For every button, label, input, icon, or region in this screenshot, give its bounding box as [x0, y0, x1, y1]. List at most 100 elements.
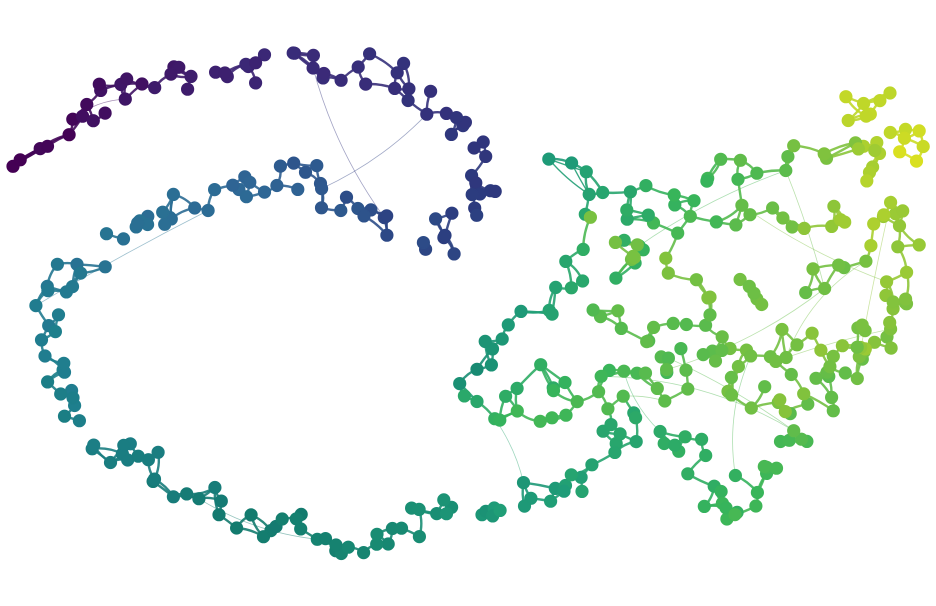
graph-node	[608, 235, 623, 249]
graph-node	[380, 209, 394, 223]
graph-node	[743, 208, 757, 222]
graph-node	[444, 127, 458, 141]
graph-edge	[198, 498, 318, 540]
graph-node	[899, 265, 914, 279]
graph-node	[184, 69, 198, 84]
graph-node	[437, 493, 451, 507]
graph-node	[681, 382, 695, 396]
graph-node	[314, 201, 329, 215]
graph-node	[790, 338, 804, 352]
graph-node	[29, 299, 43, 313]
graph-node	[148, 80, 162, 95]
graph-node	[493, 413, 507, 427]
graph-node	[785, 220, 799, 234]
graph-node	[744, 349, 758, 363]
graph-node	[517, 499, 532, 513]
graph-node	[868, 143, 882, 158]
graph-node	[135, 77, 149, 91]
graph-node	[270, 178, 284, 193]
graph-node	[390, 66, 404, 80]
graph-node	[850, 340, 864, 354]
graph-node	[449, 110, 464, 125]
graph-node	[591, 385, 606, 399]
graph-node	[218, 66, 232, 80]
graph-node	[700, 174, 714, 188]
graph-node	[799, 286, 813, 300]
graph-node	[214, 494, 228, 508]
graph-node	[838, 366, 852, 380]
graph-node	[92, 77, 106, 91]
graph-node	[412, 502, 426, 516]
graph-node	[575, 274, 590, 288]
graph-node	[479, 149, 493, 163]
graph-node	[715, 343, 729, 357]
graph-node	[797, 387, 811, 401]
graph-node	[564, 468, 578, 482]
graph-node	[180, 487, 194, 501]
graph-node	[701, 291, 715, 305]
graph-node	[13, 153, 27, 167]
graph-node	[470, 362, 484, 376]
graph-node	[559, 408, 573, 422]
graph-node	[351, 60, 365, 74]
graph-node	[879, 275, 894, 289]
graph-node	[674, 342, 688, 356]
graph-node	[117, 438, 131, 452]
graph-node	[575, 484, 589, 498]
graph-node	[596, 185, 610, 200]
graph-node	[750, 485, 765, 500]
graph-node	[896, 204, 910, 218]
graph-node	[620, 203, 634, 217]
graph-node	[797, 221, 811, 235]
graph-node	[724, 388, 739, 402]
graph-node	[558, 375, 572, 390]
graph-node	[758, 380, 772, 394]
graph-node	[545, 411, 559, 425]
graph-node	[893, 145, 907, 159]
graph-node	[533, 414, 547, 428]
graph-node	[495, 332, 509, 346]
graph-node	[794, 432, 809, 446]
graph-node	[141, 453, 155, 467]
graph-node	[731, 359, 746, 374]
graph-node	[438, 228, 452, 242]
graph-node	[747, 286, 761, 300]
graph-node	[249, 76, 263, 90]
graph-node	[750, 166, 764, 180]
graph-node	[715, 330, 729, 344]
graph-node	[668, 438, 682, 452]
graph-node	[611, 304, 625, 318]
graph-node	[465, 188, 479, 202]
graph-node	[470, 394, 484, 409]
graph-node	[570, 395, 584, 409]
graph-node	[230, 521, 244, 535]
graph-node	[416, 236, 430, 250]
graph-node	[103, 455, 118, 470]
graph-node	[779, 163, 793, 178]
graph-node	[363, 47, 377, 61]
graph-node	[257, 48, 272, 62]
graph-node	[679, 363, 693, 377]
graph-node	[388, 81, 402, 96]
graph-node	[681, 467, 695, 481]
graph-node	[478, 334, 492, 348]
graph-node	[576, 242, 590, 256]
graph-node	[604, 418, 618, 432]
graph-node	[557, 484, 571, 498]
graph-node	[549, 280, 563, 294]
graph-node	[306, 48, 320, 63]
graph-node	[864, 239, 878, 253]
graph-node	[339, 190, 354, 204]
graph-node	[728, 507, 742, 522]
graph-node	[166, 187, 180, 201]
graph-node	[779, 350, 793, 365]
graph-node	[286, 46, 300, 60]
graph-node	[817, 281, 832, 296]
graph-node	[841, 113, 855, 128]
graph-node	[912, 124, 926, 138]
graph-node	[546, 384, 561, 398]
graph-node	[867, 335, 882, 349]
graph-node	[860, 174, 874, 188]
graph-node	[640, 335, 654, 349]
graph-node	[626, 249, 640, 263]
